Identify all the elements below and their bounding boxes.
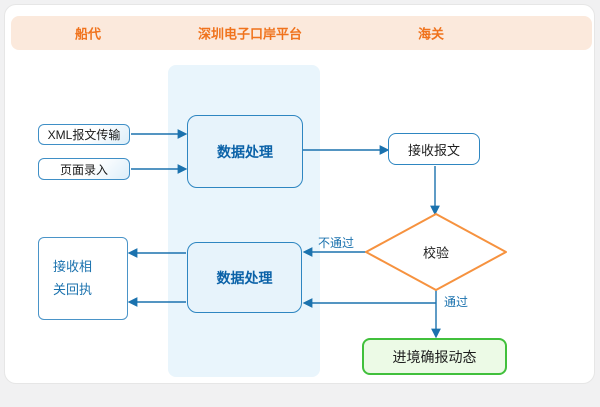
- node-data-process-top: 数据处理: [187, 115, 303, 188]
- node-validate-label: 校验: [422, 245, 450, 261]
- edge-label-fail: 不通过: [318, 236, 355, 250]
- node-xml-transfer: XML报文传输: [38, 124, 130, 145]
- node-page-entry: 页面录入: [38, 158, 130, 180]
- node-entry-confirm: 进境确报动态: [362, 338, 507, 375]
- node-receive-message: 接收报文: [388, 133, 480, 165]
- lane-label-customs: 海关: [417, 26, 445, 42]
- lane-label-shipping-agent: 船代: [74, 26, 102, 42]
- node-receive-receipt: 接收相 关回执: [38, 237, 128, 320]
- edge-label-pass: 通过: [444, 295, 469, 309]
- node-data-process-bottom: 数据处理: [187, 242, 302, 313]
- lane-label-platform: 深圳电子口岸平台: [197, 26, 303, 42]
- platform-lane-band: [168, 65, 320, 377]
- lane-header-bar: 船代 深圳电子口岸平台 海关: [11, 16, 592, 50]
